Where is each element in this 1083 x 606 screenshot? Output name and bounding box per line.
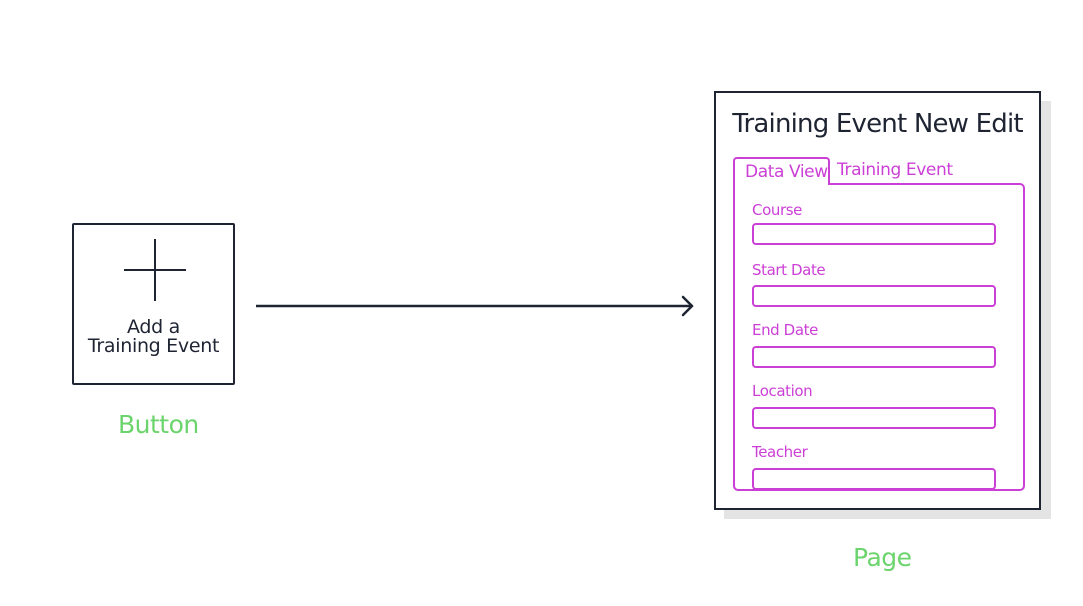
- arrow-right-icon: [256, 295, 694, 317]
- page-caption: Page: [853, 543, 912, 572]
- plus-icon: [124, 239, 186, 301]
- tab-data-view-label: Data View: [745, 162, 828, 182]
- button-label-line-1: Add a: [127, 316, 180, 338]
- course-label: Course: [752, 201, 802, 219]
- button-caption: Button: [118, 410, 199, 439]
- tab-data-view[interactable]: Data View: [733, 157, 830, 185]
- start-date-label: Start Date: [752, 261, 826, 279]
- tab-training-event[interactable]: Training Event: [837, 160, 953, 180]
- add-training-event-label: Add a Training Event: [74, 318, 233, 356]
- teacher-field[interactable]: [752, 468, 996, 489]
- add-training-event-button[interactable]: Add a Training Event: [72, 223, 235, 385]
- course-field[interactable]: [752, 223, 996, 245]
- teacher-label: Teacher: [752, 443, 808, 461]
- start-date-field[interactable]: [752, 285, 996, 307]
- location-field[interactable]: [752, 407, 996, 429]
- training-event-edit-page: Training Event New Edit Data View Traini…: [714, 91, 1041, 510]
- end-date-label: End Date: [752, 321, 818, 339]
- page-title: Training Event New Edit: [732, 109, 1023, 139]
- tab-training-event-label: Training Event: [837, 160, 953, 180]
- data-view-panel: Course Start Date End Date Location Teac…: [733, 183, 1025, 491]
- location-label: Location: [752, 382, 813, 400]
- button-label-line-2: Training Event: [87, 335, 220, 357]
- end-date-field[interactable]: [752, 346, 996, 368]
